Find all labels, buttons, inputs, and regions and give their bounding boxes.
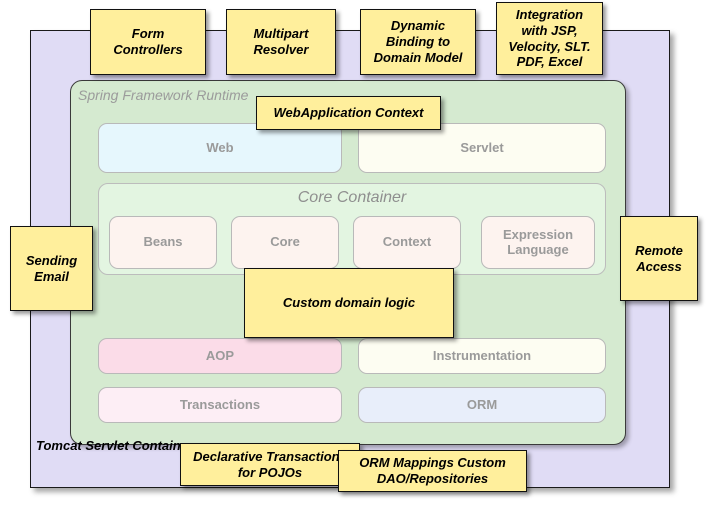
- module-orm: ORM: [358, 387, 606, 423]
- module-beans: Beans: [109, 216, 217, 269]
- note-sending-email: Sending Email: [10, 226, 93, 311]
- note-multipart-resolver: Multipart Resolver: [226, 9, 336, 75]
- module-servlet: Servlet: [358, 123, 606, 173]
- note-orm-mappings: ORM Mappings Custom DAO/Repositories: [338, 450, 527, 492]
- tomcat-servlet-container-label: Tomcat Servlet Container: [36, 438, 194, 453]
- module-instrumentation: Instrumentation: [358, 338, 606, 374]
- module-web: Web: [98, 123, 342, 173]
- core-container-title: Core Container: [297, 189, 407, 206]
- note-form-controllers: Form Controllers: [90, 9, 206, 75]
- module-aop: AOP: [98, 338, 342, 374]
- note-integration: Integration with JSP, Velocity, SLT. PDF…: [496, 2, 603, 75]
- note-custom-domain-logic: Custom domain logic: [244, 268, 454, 338]
- note-remote-access: Remote Access: [620, 216, 698, 301]
- module-transactions: Transactions: [98, 387, 342, 423]
- note-dynamic-binding: Dynamic Binding to Domain Model: [360, 9, 476, 75]
- spring-framework-runtime-label: Spring Framework Runtime: [78, 87, 249, 103]
- note-declarative-transactions: Declarative Transactions for POJOs: [180, 443, 360, 486]
- module-context: Context: [353, 216, 461, 269]
- module-expression-language: Expression Language: [481, 216, 595, 269]
- note-webapplication-context: WebApplication Context: [256, 96, 441, 130]
- module-core: Core: [231, 216, 339, 269]
